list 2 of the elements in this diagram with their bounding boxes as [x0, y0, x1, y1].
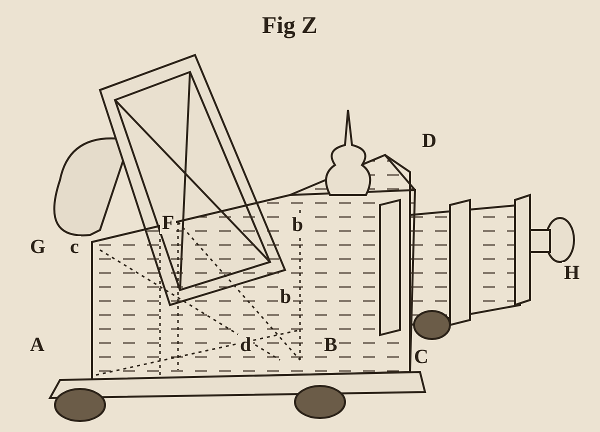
figure-title: Fig Z	[262, 14, 318, 38]
part-letter: b	[290, 214, 306, 236]
